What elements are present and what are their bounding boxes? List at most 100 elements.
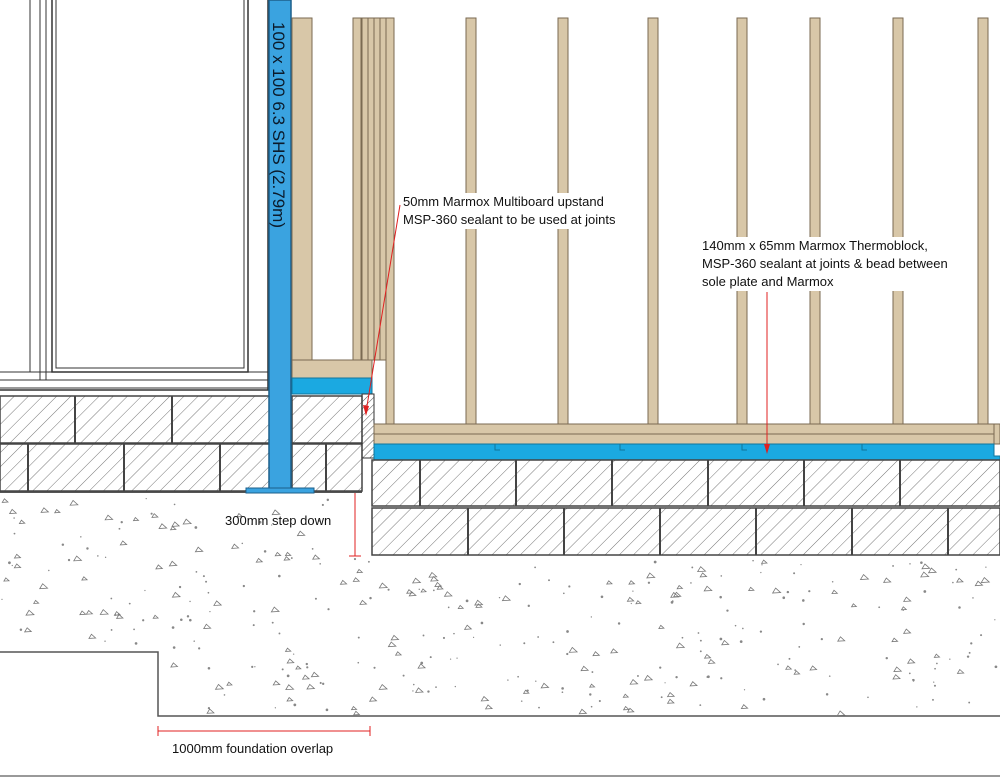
- aggregate-dot: [427, 690, 430, 693]
- aggregate-stone: [272, 680, 281, 686]
- aggregate-dot: [318, 519, 321, 522]
- aggregate-dot: [920, 561, 923, 564]
- aggregate-dot: [432, 589, 435, 592]
- aggregate-dot: [202, 575, 205, 578]
- aggregate-stone: [635, 600, 642, 605]
- aggregate-stone: [920, 571, 930, 578]
- aggregate-stone: [484, 704, 494, 710]
- aggregate-stone: [666, 691, 676, 698]
- aggregate-dot: [128, 602, 131, 605]
- aggregate-dot: [548, 579, 550, 582]
- aggregate-stone: [629, 678, 639, 685]
- aggregate-stone: [284, 647, 292, 652]
- aggregate-dot: [241, 542, 244, 545]
- aggregate-dot: [802, 599, 805, 602]
- aggregate-dot: [526, 689, 529, 692]
- aggregate-dot: [86, 547, 89, 550]
- aggregate-stone: [285, 684, 295, 691]
- aggregate-dot: [681, 636, 684, 639]
- aggregate-stone: [1, 498, 9, 503]
- aggregate-stone: [286, 696, 294, 702]
- aggregate-stone: [155, 564, 164, 570]
- aggregate-dot: [761, 564, 763, 566]
- foundation-concrete: [0, 491, 1000, 717]
- aggregate-stone: [213, 600, 223, 606]
- aggregate-dot: [290, 557, 293, 559]
- aggregate-dot: [480, 621, 484, 625]
- aggregate-stone: [568, 646, 579, 653]
- aggregate-stone: [310, 671, 320, 678]
- aggregate-dot: [600, 595, 604, 599]
- timber-stud: [385, 17, 395, 425]
- aggregate-stone: [689, 681, 698, 687]
- multiboard-label-line-2: MSP-360 sealant to be used at joints: [403, 212, 616, 227]
- aggregate-dot: [472, 636, 475, 638]
- aggregate-dot: [831, 580, 834, 583]
- aggregate-stone: [296, 530, 306, 537]
- aggregate-stone: [3, 577, 11, 582]
- aggregate-dot: [253, 610, 256, 613]
- aggregate-dot: [507, 679, 509, 681]
- aggregate-dot: [568, 585, 571, 588]
- aggregate-dot: [367, 560, 370, 563]
- aggregate-stone: [411, 577, 422, 584]
- aggregate-dot: [520, 700, 523, 702]
- aggregate-dot: [563, 592, 565, 595]
- aggregate-stone: [339, 579, 348, 585]
- aggregate-stone: [793, 670, 801, 675]
- aggregate-dot: [820, 637, 823, 641]
- aggregate-stone: [88, 633, 97, 639]
- aggregate-stone: [151, 513, 159, 518]
- aggregate-stone: [626, 596, 635, 602]
- thermoblock-label-line-3: sole plate and Marmox: [702, 274, 834, 289]
- aggregate-stone: [23, 627, 33, 633]
- aggregate-dot: [552, 641, 555, 644]
- aggregate-stone: [152, 614, 160, 619]
- aggregate-stone: [132, 516, 140, 522]
- aggregate-stone: [283, 556, 291, 561]
- step-down-label: 300mm step down: [225, 513, 332, 528]
- aggregate-dot: [630, 602, 632, 605]
- aggregate-dot: [278, 574, 281, 578]
- aggregate-dot: [534, 566, 537, 569]
- aggregate-dot: [598, 699, 601, 703]
- aggregate-stone: [169, 525, 177, 531]
- aggregate-stone: [170, 662, 179, 668]
- aggregate-stone: [13, 563, 22, 569]
- aggregate-dot: [923, 590, 927, 593]
- overlap-dimension: [157, 726, 371, 736]
- aggregate-dot: [418, 588, 421, 591]
- aggregate-stone: [850, 603, 858, 608]
- aggregate-dot: [617, 622, 621, 625]
- aggregate-dot: [353, 557, 357, 561]
- thermoblock-label-line-1: 140mm x 65mm Marmox Thermoblock,: [702, 238, 928, 253]
- aggregate-dot: [527, 604, 530, 608]
- aggregate-dot: [11, 564, 13, 567]
- aggregate-dot: [447, 606, 450, 609]
- aggregate-stone: [25, 609, 35, 616]
- aggregate-stone: [921, 563, 931, 570]
- aggregate-dot: [933, 681, 935, 683]
- aggregate-stone: [171, 521, 181, 527]
- aggregate-stone: [675, 642, 686, 649]
- aggregate-dot: [8, 561, 11, 565]
- aggregate-stone: [430, 575, 439, 582]
- aggregate-stone: [836, 710, 846, 717]
- aggregate-dot: [456, 657, 458, 659]
- aggregate-dot: [590, 705, 593, 708]
- aggregate-stone: [707, 658, 716, 664]
- aggregate-dot: [994, 619, 996, 621]
- aggregate-dot: [499, 644, 501, 646]
- aggregate-dot: [327, 608, 330, 611]
- aggregate-dot: [306, 666, 309, 669]
- aggregate-stone: [676, 584, 684, 590]
- aggregate-stone: [182, 518, 193, 525]
- aggregate-dot: [173, 503, 176, 506]
- aggregate-dot: [518, 582, 521, 586]
- aggregate-dot: [591, 671, 594, 673]
- aggregate-stone: [891, 637, 899, 643]
- aggregate-stone: [628, 580, 636, 585]
- timber-stud: [367, 17, 375, 361]
- aggregate-stone: [33, 599, 40, 604]
- aggregate-dot: [968, 651, 971, 654]
